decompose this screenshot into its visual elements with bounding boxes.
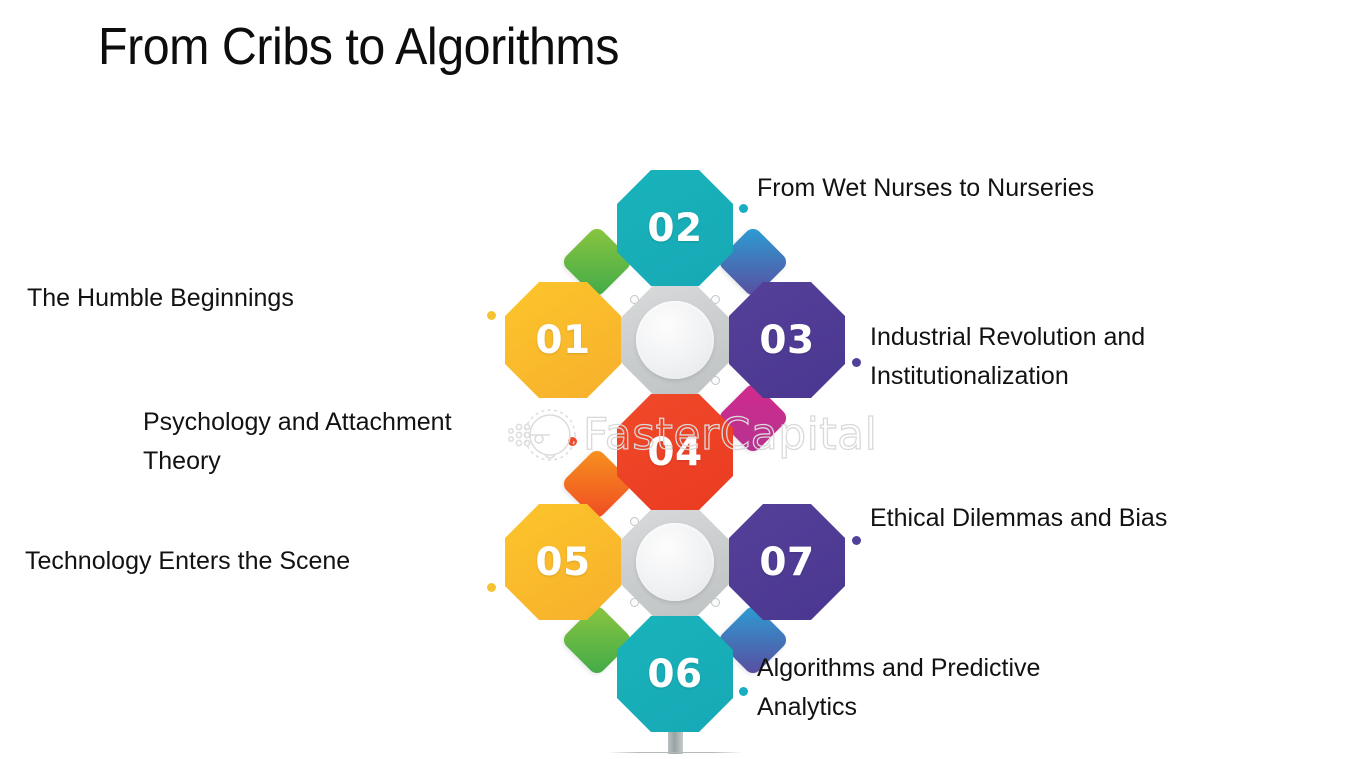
step-label-01: The Humble Beginnings — [27, 284, 294, 312]
step-marker-dot-02 — [739, 204, 748, 213]
step-label-05: Technology Enters the Scene — [25, 547, 351, 575]
step-node-03[interactable]: 03 — [729, 282, 845, 398]
spoke-connector-dot — [710, 295, 720, 305]
step-number-01: 01 — [535, 317, 591, 363]
step-label-06: Algorithms and Predictive Analytics — [757, 654, 1041, 721]
step-number-04: 04 — [647, 429, 703, 475]
step-number-05: 05 — [535, 539, 591, 585]
step-marker-dot-03 — [852, 358, 861, 367]
step-number-07: 07 — [759, 539, 815, 585]
step-number-03: 03 — [759, 317, 815, 363]
step-node-07[interactable]: 07 — [729, 504, 845, 620]
step-marker-dot-06 — [739, 687, 748, 696]
step-marker-dot-01 — [487, 311, 496, 320]
spoke-connector-dot — [630, 295, 640, 305]
step-label-03: Industrial Revolution and Institutionali… — [870, 323, 1146, 390]
spoke-connector-dot — [710, 375, 720, 385]
spoke-connector-dot — [630, 597, 640, 607]
step-node-06[interactable]: 06 — [617, 616, 733, 732]
step-marker-dot-05 — [487, 583, 496, 592]
step-node-01[interactable]: 01 — [505, 282, 621, 398]
step-marker-dot-07 — [852, 536, 861, 545]
step-node-04[interactable]: 04 — [617, 394, 733, 510]
step-number-06: 06 — [647, 651, 703, 697]
step-label-04: Psychology and Attachment Theory — [143, 408, 452, 475]
spoke-connector-dot — [630, 517, 640, 527]
gear-bulb-icon — [505, 406, 579, 464]
step-label-07: Ethical Dilemmas and Bias — [870, 504, 1168, 532]
center-hub-inner-1 — [636, 301, 714, 379]
page-title: From Cribs to Algorithms — [98, 18, 619, 76]
step-node-05[interactable]: 05 — [505, 504, 621, 620]
step-number-02: 02 — [647, 205, 703, 251]
step-node-02[interactable]: 02 — [617, 170, 733, 286]
spoke-connector-dot — [710, 597, 720, 607]
step-label-02: From Wet Nurses to Nurseries — [757, 174, 1095, 202]
step-marker-dot-04 — [568, 437, 577, 446]
center-hub-inner-2 — [636, 523, 714, 601]
ground-line — [608, 752, 743, 754]
